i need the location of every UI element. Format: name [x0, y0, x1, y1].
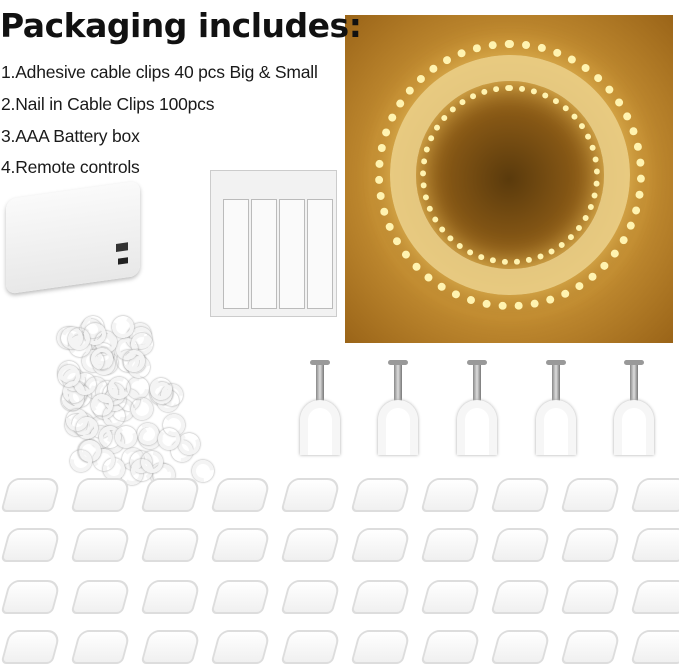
- string-lights-photo: [345, 15, 673, 343]
- adhesive-cable-clip: [490, 580, 552, 614]
- switch-icon: [116, 242, 128, 252]
- nail-clip: [157, 427, 180, 450]
- item-3: 3.AAA Battery box: [1, 126, 140, 146]
- nail-cable-clip: [604, 360, 664, 460]
- battery-slot: [251, 199, 277, 309]
- adhesive-cable-clip: [560, 478, 622, 512]
- nail-cable-clip: [526, 360, 586, 460]
- battery-slot: [279, 199, 305, 309]
- adhesive-cable-clip: [0, 528, 62, 562]
- adhesive-cable-clip: [350, 580, 412, 614]
- nail-cable-clip: [447, 360, 507, 460]
- adhesive-cable-clip: [70, 630, 132, 664]
- adhesive-cable-clip: [210, 478, 272, 512]
- adhesive-cable-clip: [140, 528, 202, 562]
- nail-clips-pile: [35, 311, 230, 490]
- item-1: 1.Adhesive cable clips 40 pcs Big & Smal…: [1, 62, 318, 82]
- nail-cable-clip: [290, 360, 350, 460]
- adhesive-cable-clip: [70, 528, 132, 562]
- battery-slot: [223, 199, 249, 309]
- adhesive-cable-clip: [490, 528, 552, 562]
- adhesive-cable-clip: [560, 630, 622, 664]
- adhesive-cable-clip: [560, 528, 622, 562]
- adhesive-cable-clip: [280, 580, 342, 614]
- port-icon: [118, 257, 128, 265]
- heading: Packaging includes:: [0, 6, 362, 45]
- adhesive-cable-clip: [630, 528, 679, 562]
- adhesive-cable-clip: [70, 478, 132, 512]
- adhesive-cable-clip: [350, 478, 412, 512]
- adhesive-cable-clip: [630, 478, 679, 512]
- battery-holder-open: [210, 170, 337, 317]
- adhesive-cable-clip: [0, 580, 62, 614]
- adhesive-cable-clip: [420, 478, 482, 512]
- adhesive-cable-clip: [630, 580, 679, 614]
- battery-box-closed: [6, 180, 140, 295]
- adhesive-cable-clip: [210, 528, 272, 562]
- adhesive-cable-clip: [630, 630, 679, 664]
- adhesive-cable-clip: [280, 528, 342, 562]
- adhesive-cable-clip: [280, 630, 342, 664]
- adhesive-cable-clip: [140, 478, 202, 512]
- adhesive-cable-clip: [490, 478, 552, 512]
- adhesive-cable-clip: [140, 630, 202, 664]
- battery-slot: [307, 199, 333, 309]
- adhesive-cable-clip: [140, 580, 202, 614]
- adhesive-cable-clip: [490, 630, 552, 664]
- item-4: 4.Remote controls: [1, 157, 140, 177]
- adhesive-cable-clip: [350, 630, 412, 664]
- nail-cable-clip: [368, 360, 428, 460]
- adhesive-cable-clip: [210, 580, 272, 614]
- adhesive-cable-clip: [420, 630, 482, 664]
- adhesive-cable-clip: [350, 528, 412, 562]
- adhesive-cable-clip: [0, 478, 62, 512]
- adhesive-cable-clip: [210, 630, 272, 664]
- adhesive-cable-clip: [70, 580, 132, 614]
- adhesive-cable-clip: [280, 478, 342, 512]
- adhesive-cable-clip: [420, 580, 482, 614]
- adhesive-cable-clip: [560, 580, 622, 614]
- item-2: 2.Nail in Cable Clips 100pcs: [1, 94, 215, 114]
- adhesive-cable-clip: [420, 528, 482, 562]
- adhesive-cable-clip: [0, 630, 62, 664]
